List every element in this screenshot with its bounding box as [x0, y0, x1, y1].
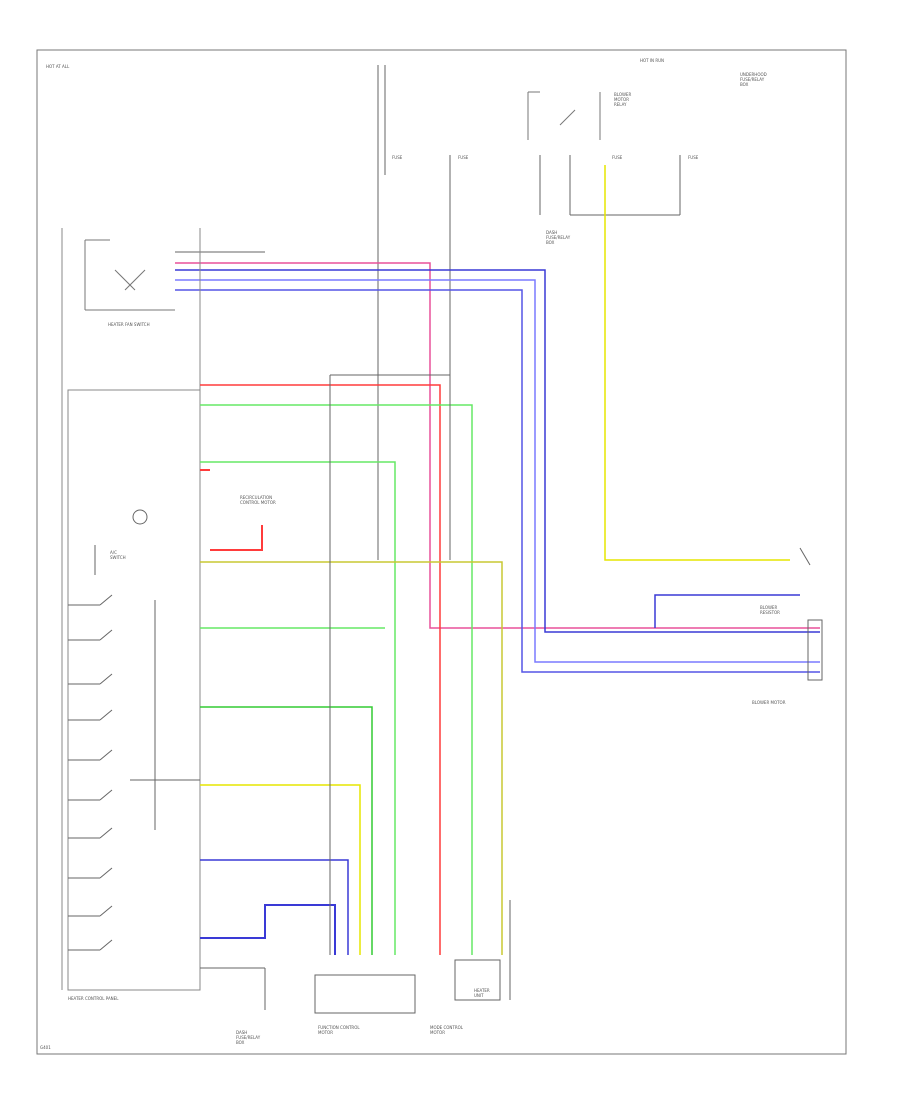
fuse-label-3: FUSE — [612, 155, 623, 160]
fuse-label-4: FUSE — [688, 155, 699, 160]
wire-red-2 — [210, 525, 263, 551]
wire-lightgreen-2 — [200, 461, 396, 955]
power-feed-lines — [377, 65, 681, 560]
blower-resistor-box — [807, 619, 823, 681]
wire-yellow-2 — [200, 784, 361, 955]
wire-blue-fanswitch-3 — [175, 289, 820, 673]
wire-yellowgreen-1 — [200, 561, 503, 955]
blower-motor-relay — [527, 91, 601, 140]
heater-control-panel-label: HEATER CONTROL PANEL — [68, 996, 119, 1001]
blower-motor-label: BLOWER MOTOR — [752, 700, 786, 705]
wire-green-4 — [200, 706, 373, 955]
mode-control-motor-block — [454, 959, 501, 1001]
gray-wires-bottom — [200, 374, 511, 1010]
underhood-box-label: UNDERHOOD FUSE/RELAY BOX — [740, 72, 767, 87]
wire-blue-blower — [654, 594, 800, 628]
blower-relay-label: BLOWER MOTOR RELAY — [614, 92, 632, 107]
wire-pink-fanswitch — [175, 262, 820, 629]
wire-blue-bottom-2 — [200, 904, 336, 955]
fuse-label-2: FUSE — [458, 155, 469, 160]
hot-in-run-label: HOT IN RUN — [640, 58, 665, 63]
function-control-motor-block — [314, 974, 416, 1014]
heater-unit-label: HEATER UNIT — [474, 988, 490, 998]
diagram-frame — [36, 49, 847, 1055]
dash-fuse-box-label: DASH FUSE/RELAY BOX — [546, 230, 571, 245]
dash-box-bottom-label: DASH FUSE/RELAY BOX — [236, 1030, 261, 1045]
recirc-motor-label: RECIRCULATION CONTROL MOTOR — [240, 495, 276, 505]
heater-control-panel-box — [67, 389, 201, 991]
mode-control-label: MODE CONTROL MOTOR — [430, 1025, 464, 1035]
wire-blue-bottom-1 — [200, 859, 349, 955]
wire-blue-fanswitch-1 — [175, 269, 820, 633]
function-control-label: FUNCTION CONTROL MOTOR — [318, 1025, 360, 1035]
wire-lightgreen-1 — [200, 404, 473, 955]
corner-label: HOT AT ALL — [46, 64, 70, 69]
blower-ground — [799, 547, 811, 566]
panel-switches — [68, 509, 200, 951]
wire-red-1 — [200, 384, 441, 955]
heater-fan-switch-label: HEATER FAN SWITCH — [108, 322, 150, 327]
wire-blue-fanswitch-2 — [175, 279, 820, 663]
heater-fan-switch — [84, 239, 175, 311]
footer-label: G401 — [40, 1045, 51, 1050]
blower-resistor-label: BLOWER RESISTOR — [760, 605, 780, 615]
ac-switch-label: A/C SWITCH — [110, 550, 126, 560]
yellow-wire-relay — [604, 165, 790, 561]
fuse-label-1: FUSE — [392, 155, 403, 160]
